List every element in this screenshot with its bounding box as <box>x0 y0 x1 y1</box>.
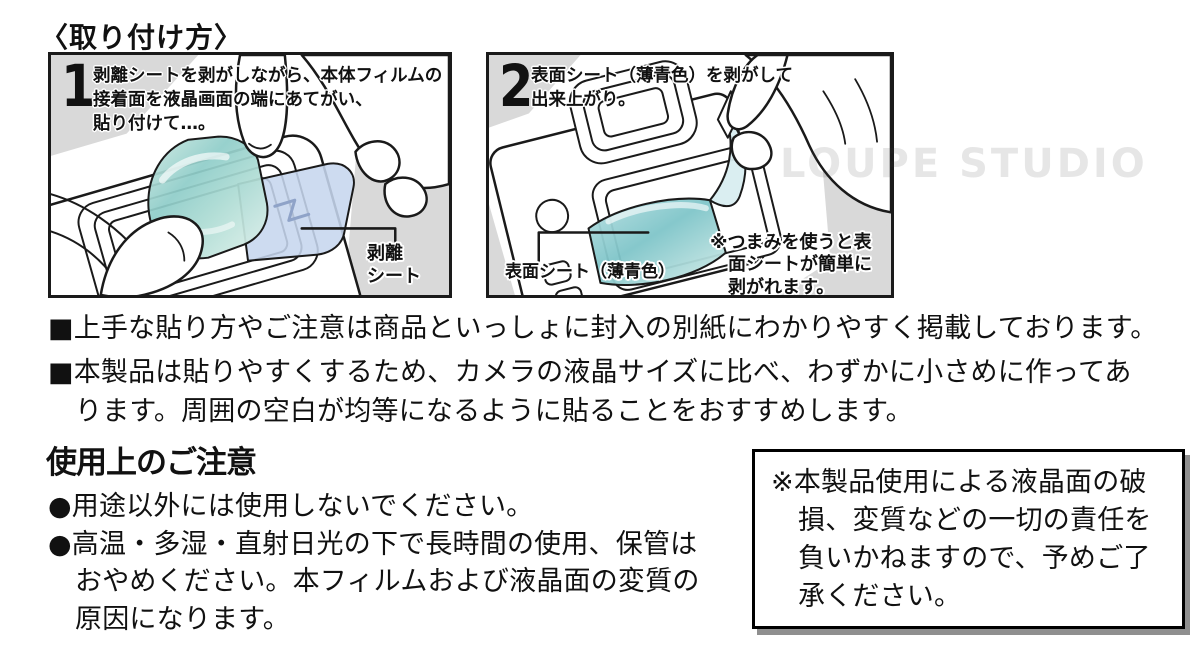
surface-sheet-label: 表面シート（薄青色） <box>505 262 675 282</box>
hand-illustration <box>726 55 891 214</box>
note-paragraph-1: ■上手な貼り方やご注意は商品といっしょに封入の別紙にわかりやすく掲載しております… <box>48 313 1158 344</box>
step1-caption: 剥離シートを剥がしながら、本体フィルムの 接着面を液晶画面の端にあてがい、 貼り… <box>93 66 443 135</box>
cautions-list: ●用途以外には使用しないでください。 ●高温・多湿・直射日光の下で長時間の使用、… <box>48 488 768 638</box>
hands-illustration <box>99 55 449 295</box>
step1-illustration <box>51 55 449 295</box>
caution-item-2: ●高温・多湿・直射日光の下で長時間の使用、保管は おやめください。本フィルムおよ… <box>48 528 700 635</box>
release-sheet-label: 剥離 シート <box>367 243 421 287</box>
step1-panel: 1 剥離シートを剥がしながら、本体フィルムの 接着面を液晶画面の端にあてがい、 … <box>48 52 452 298</box>
page-title: 〈取り付け方〉 <box>40 21 244 54</box>
release-sheet-pointer-line <box>300 227 397 244</box>
step1-number-badge: 1 <box>61 52 96 120</box>
step2-number-badge: 2 <box>499 52 534 120</box>
pinch-tip-note: ※つまみを使うと表 面シートが簡単に 剥がれます。 <box>710 232 872 298</box>
loupe-studio-watermark: LOUPE STUDIO <box>780 141 1148 187</box>
step2-caption: 表面シート（薄青色）を剥がして 出来上がり。 <box>531 66 793 111</box>
usage-cautions-heading: 使用上のご注意 <box>46 445 257 481</box>
note-paragraph-2: ■本製品は貼りやすくするため、カメラの液晶サイズに比べ、わずかに小さめに作ってあ… <box>48 357 1132 427</box>
disclaimer-text: ※本製品使用による液晶面の破 損、変質などの一切の責任を 負いかねますので、予め… <box>771 467 1152 612</box>
step2-panel: 2 表面シート（薄青色）を剥がして 出来上がり。 表面シート（薄青色） ※つまみ… <box>486 52 894 298</box>
disclaimer-box: ※本製品使用による液晶面の破 損、変質などの一切の責任を 負いかねますので、予め… <box>752 449 1185 629</box>
release-sheet-illustration <box>237 162 355 262</box>
notes-section: ■上手な貼り方やご注意は商品といっしょに封入の別紙にわかりやすく掲載しております… <box>48 309 1193 431</box>
caution-item-1: ●用途以外には使用しないでください。 <box>48 491 534 522</box>
surface-sheet-pointer-line <box>537 231 650 263</box>
step2-illustration <box>489 55 891 295</box>
